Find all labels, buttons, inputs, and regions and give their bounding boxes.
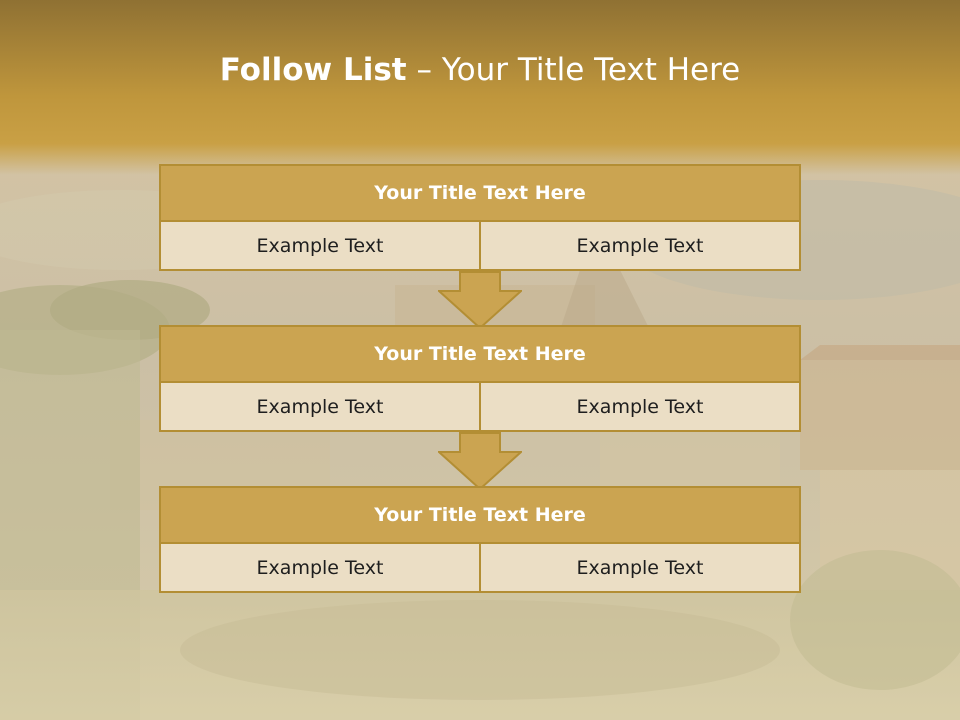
block-cell-left: Example Text xyxy=(161,383,479,430)
slide-title-rest: – Your Title Text Here xyxy=(406,52,741,88)
list-block-2: Your Title Text Here Example Text Exampl… xyxy=(159,325,801,432)
slide-title: Follow List – Your Title Text Here xyxy=(0,52,960,88)
block-cell-left: Example Text xyxy=(161,222,479,269)
block-title: Your Title Text Here xyxy=(161,327,799,383)
slide-title-bold: Follow List xyxy=(219,52,407,88)
down-arrow-icon xyxy=(438,271,522,329)
block-title: Your Title Text Here xyxy=(161,488,799,544)
block-cell-right: Example Text xyxy=(479,544,799,591)
block-title: Your Title Text Here xyxy=(161,166,799,222)
down-arrow-icon xyxy=(438,432,522,490)
list-block-1: Your Title Text Here Example Text Exampl… xyxy=(159,164,801,271)
block-cell-right: Example Text xyxy=(479,222,799,269)
block-cell-right: Example Text xyxy=(479,383,799,430)
list-block-3: Your Title Text Here Example Text Exampl… xyxy=(159,486,801,593)
block-cell-left: Example Text xyxy=(161,544,479,591)
